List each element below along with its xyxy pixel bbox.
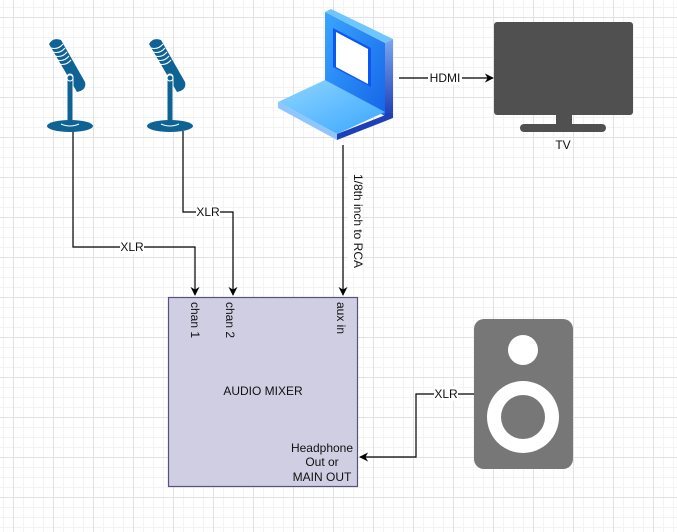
microphone-icon bbox=[147, 39, 193, 132]
mixer-input-aux-in: aux in bbox=[334, 302, 348, 334]
laptop[interactable] bbox=[278, 9, 393, 140]
speaker[interactable] bbox=[474, 319, 573, 469]
mixer-input-chan-1: chan 1 bbox=[188, 302, 202, 338]
laptop-icon bbox=[278, 9, 393, 140]
mixer-box bbox=[167, 296, 359, 488]
edge-mic1-to-chan1[interactable] bbox=[72, 131, 200, 296]
microphone-2[interactable] bbox=[147, 39, 193, 132]
mixer-output-line-1: Headphone bbox=[291, 441, 353, 455]
audio-mixer[interactable]: chan 1 chan 2 aux in AUDIO MIXER Headpho… bbox=[167, 296, 359, 488]
edge-label-xlr-mic1: XLR bbox=[120, 240, 144, 254]
microphone-1[interactable] bbox=[47, 39, 93, 132]
edge-speaker-to-mixer[interactable] bbox=[359, 393, 474, 462]
mixer-output-line-3: MAIN OUT bbox=[293, 470, 352, 484]
speaker-icon bbox=[474, 319, 573, 469]
edge-label-aux-cable: 1/8th inch to RCA bbox=[351, 174, 365, 268]
mixer-output-line-2: Out or bbox=[305, 455, 338, 469]
microphone-icon bbox=[47, 39, 93, 132]
mixer-title: AUDIO MIXER bbox=[223, 384, 303, 398]
edge-label-xlr-speaker: XLR bbox=[434, 387, 458, 401]
tv[interactable]: TV bbox=[494, 22, 633, 152]
tv-label: TV bbox=[555, 138, 570, 152]
edge-label-xlr-mic2: XLR bbox=[196, 205, 220, 219]
mixer-input-chan-2: chan 2 bbox=[223, 302, 237, 338]
edge-label-hdmi: HDMI bbox=[430, 71, 461, 85]
tv-monitor-icon bbox=[494, 22, 633, 132]
